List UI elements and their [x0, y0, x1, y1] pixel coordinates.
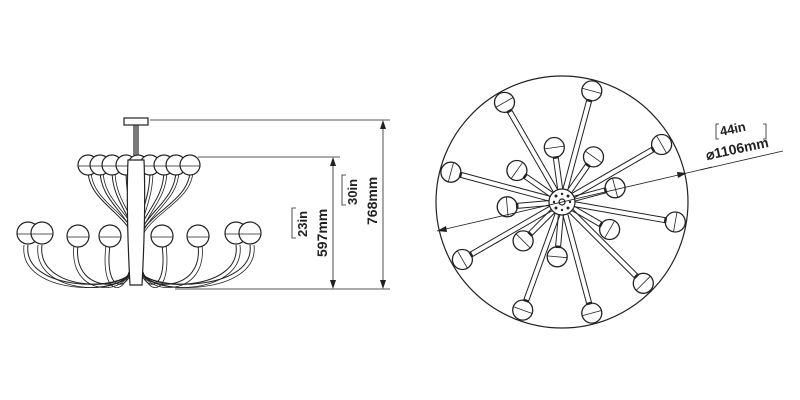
plan-arm-edge	[472, 209, 554, 258]
plan-arm-edge	[572, 187, 605, 197]
lower-arm-edge	[142, 244, 203, 288]
body-height-bracket	[291, 207, 296, 239]
globe-seam	[510, 162, 524, 179]
plan-arm	[516, 200, 550, 204]
globe-seam	[515, 233, 531, 249]
lower-arm-edge	[23, 244, 130, 288]
plan-arm-edge	[506, 112, 555, 194]
lower-arm-edge	[104, 244, 130, 288]
plan-arm-edge	[573, 205, 603, 223]
globe-seam	[447, 162, 454, 183]
globe-seam	[612, 177, 619, 198]
globe-seam	[495, 97, 514, 108]
globe-seam	[673, 212, 678, 232]
globe-cap	[585, 162, 591, 168]
globe-shade-icon	[179, 154, 201, 176]
diameter-imperial: 44in	[719, 119, 748, 139]
diameter-dimension	[436, 123, 784, 232]
plan-arm	[511, 109, 559, 191]
globe-shade-icon	[30, 221, 54, 245]
plan-arm-edge	[527, 213, 561, 302]
plan-arm	[570, 166, 591, 194]
plan-arm-edge	[562, 99, 588, 190]
globe-shade-icon	[66, 224, 90, 248]
total-height-imperial: 30in	[345, 179, 360, 205]
plan-arm-edge	[567, 212, 593, 303]
side-dimensions	[150, 119, 390, 290]
plan-arm-edge	[571, 208, 639, 275]
plan-arm-edge	[459, 176, 550, 202]
globe-cap	[523, 298, 529, 303]
globe-seam	[505, 196, 509, 217]
plan-arm	[568, 211, 635, 279]
globe-seam	[604, 220, 615, 239]
plan-arm	[469, 205, 551, 253]
plan-arm	[555, 213, 559, 247]
globe-cap	[458, 172, 463, 178]
globe-seam	[513, 306, 533, 314]
globe-cap	[586, 301, 592, 306]
globe-cap	[650, 146, 656, 153]
globe-seam	[581, 310, 602, 317]
plan-arm-edge	[570, 146, 652, 195]
plan-globes-group	[440, 80, 686, 324]
plan-arm-edge	[574, 201, 666, 219]
lower-arm	[27, 244, 133, 285]
globe-shade-icon	[98, 224, 122, 248]
plan-arm	[528, 208, 553, 233]
diameter-bracket	[715, 123, 719, 140]
plan-arm	[570, 209, 600, 228]
central-trunk	[126, 159, 146, 286]
plan-arm-edge	[560, 214, 564, 248]
globe-cap	[633, 273, 639, 279]
globe-shade-icon	[186, 224, 210, 248]
globe-seam	[635, 275, 651, 291]
globe-seam	[457, 250, 468, 269]
plan-arm	[567, 101, 593, 192]
body-height-imperial: 23in	[295, 211, 310, 237]
globe-seam	[656, 135, 667, 154]
globe-shade-icon	[150, 224, 174, 248]
plan-arm	[562, 214, 588, 305]
total-height-bracket	[341, 174, 346, 206]
globe-cap	[553, 155, 559, 160]
plan-arm	[557, 157, 564, 190]
plan-arm	[461, 171, 552, 197]
globe-seam	[581, 87, 602, 94]
plan-arm-edge	[566, 163, 587, 192]
plan-arm	[573, 151, 655, 199]
diameter-leader	[699, 150, 784, 171]
body-height-metric: 597mm	[314, 209, 330, 257]
plan-arm	[523, 212, 557, 300]
total-height-metric: 768mm	[364, 177, 380, 225]
globe-cap	[663, 217, 668, 223]
plan-arm	[574, 192, 607, 202]
diameter-circle	[435, 75, 689, 329]
globe-shade-icon	[238, 221, 262, 245]
diameter-metric: ⌀1106mm	[704, 134, 770, 163]
globe-cap	[598, 221, 604, 228]
lower-arm	[139, 244, 251, 285]
plan-arm-edge	[552, 157, 559, 191]
globe-cap	[522, 173, 528, 179]
canopy	[123, 117, 149, 126]
globe-seam	[585, 150, 602, 164]
globe-cap	[468, 251, 474, 258]
plan-arm	[573, 206, 666, 224]
side-elevation-view	[16, 117, 262, 288]
lower-arm-edge	[73, 244, 130, 288]
globe-seam	[547, 255, 568, 259]
plan-arm	[526, 173, 554, 194]
globe-seam	[544, 145, 565, 150]
globe-cap	[527, 231, 533, 237]
globe-cap	[586, 98, 592, 103]
plan-arm-edge	[523, 177, 552, 198]
diameter-line	[436, 172, 688, 232]
plan-arm-edge	[531, 211, 556, 236]
globe-cap	[506, 108, 513, 114]
